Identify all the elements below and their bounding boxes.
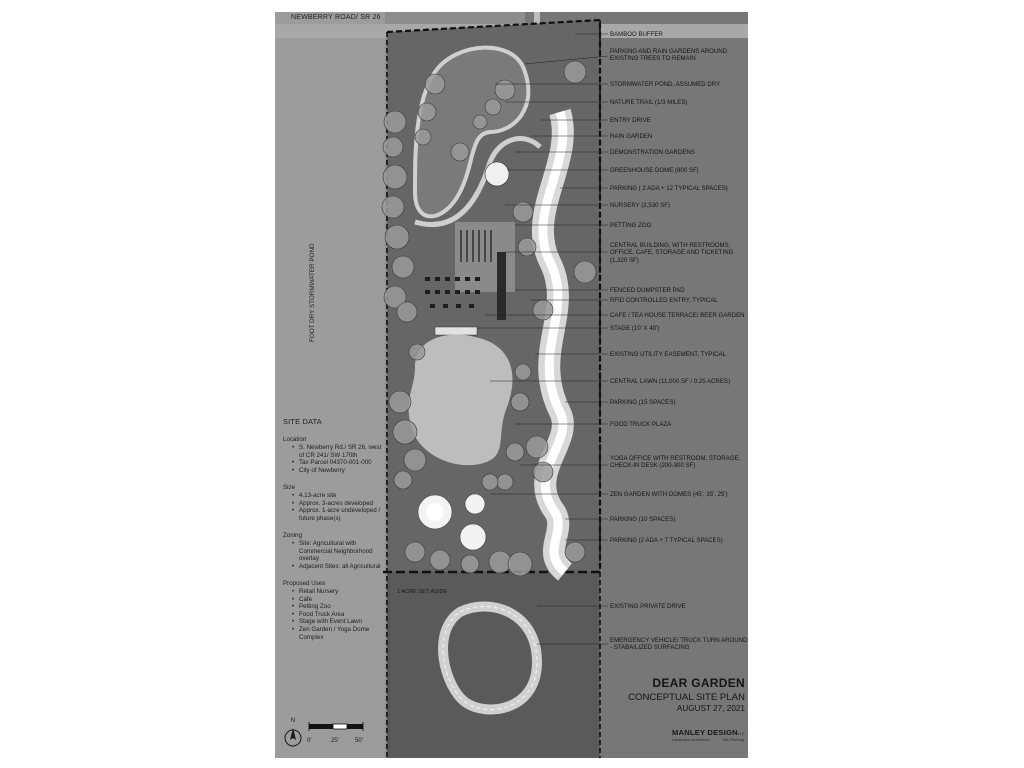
callout-label: ENTRY DRIVE [610, 117, 651, 124]
callout-label: DEMONSTRATION GARDENS [610, 149, 695, 156]
zoning-title: Zoning [283, 531, 302, 539]
list-item: Approx. 1-acre undeveloped / future phas… [292, 507, 383, 522]
callout-label: CAFE / TEA HOUSE TERRACE/ BEER GARDEN [610, 312, 745, 319]
zen-dome-25 [459, 523, 487, 551]
list-item: Stage with Event Lawn [292, 618, 383, 626]
callout-label: GREENHOUSE DOME (800 SF) [610, 167, 699, 174]
central-lawn [408, 334, 513, 466]
list-item: Petting Zoo [292, 603, 383, 611]
callout-label: PARKING ( 2 ADA + 12 TYPICAL SPACES) [610, 185, 728, 192]
scale-bar-graphic [308, 722, 364, 731]
scale-bar: 0' 25' 50' [307, 721, 367, 751]
callout-label: YOGA OFFICE WITH RESTROOM, STORAGE, CHEC… [610, 455, 741, 470]
plan-subtitle: CONCEPTUAL SITE PLAN [628, 692, 745, 703]
greenhouse-dome [484, 161, 510, 187]
callout-label: STAGE (10' X 40') [610, 325, 660, 332]
callout-label: EMERGENCY VEHICLE/ TRUCK TURN AROUND - S… [610, 637, 748, 652]
entry-drive [414, 136, 542, 227]
list-item: S. Newberry Rd./ SR 26, west of CR 241/ … [292, 444, 383, 459]
title-block: DEAR GARDEN CONCEPTUAL SITE PLAN AUGUST … [615, 676, 745, 713]
callout-label: ZEN GARDEN WITH DOMES (45', 35', 25') [610, 491, 728, 498]
list-item: Adjacent Sites: all Agricultural [292, 563, 383, 571]
zen-dome-45-center [426, 503, 444, 521]
cafe-tables [425, 277, 480, 308]
scale-tick: 50' [355, 737, 363, 744]
firm-name-text: MANLEY DESIGN [672, 728, 738, 737]
callout-label: RFID CONTROLLED ENTRY, TYPICAL [610, 297, 718, 304]
callout-label: BAMBOO BUFFER [610, 31, 663, 38]
acre-set-aside-label: 1 ACRE SET ASIDE [397, 589, 448, 595]
list-item: City of Newberry [292, 467, 383, 475]
callout-label: FENCED DUMPSTER PAD [610, 287, 685, 294]
size-title: Size [283, 483, 296, 491]
list-item: Tax Parcel 04370-001-000 [292, 459, 383, 467]
callout-leaders [477, 33, 609, 645]
undeveloped-acre [387, 572, 600, 758]
zen-dome-35 [464, 493, 486, 515]
scale-tick: 0' [307, 737, 312, 744]
pond-label: FOOT DRY STORMWATER POND [309, 243, 316, 342]
scale-tick: 25' [331, 737, 339, 744]
list-item: 4.13-acre site [292, 492, 383, 500]
list-item: Cafe [292, 596, 383, 604]
plan-date: AUGUST 27, 2021 [676, 704, 745, 713]
nursery-rows [460, 230, 492, 262]
plan-title: DEAR GARDEN [652, 676, 745, 690]
firm-suffix: LLC [737, 732, 745, 736]
turnaround-centerline [442, 605, 538, 710]
firm-tag-left: Landscape Architecture [672, 738, 710, 742]
site-data-heading: SITE DATA [283, 417, 322, 426]
list-item: Retail Nursery [292, 588, 383, 596]
callout-label: FOOD TRUCK PLAZA [610, 421, 672, 428]
firm-taglines: Landscape Architecture Site Planning [672, 738, 744, 742]
trees [381, 60, 597, 577]
north-arrow-icon [284, 728, 302, 747]
location-section: Location S. Newberry Rd./ SR 26, west of… [283, 436, 383, 475]
north-label: N [290, 718, 296, 724]
callout-label: PARKING AND RAIN GARDENS AROUND EXISTING… [610, 48, 728, 63]
list-item: Site: Agricultural with Commercial Neigh… [292, 540, 383, 563]
north-arrow: N [283, 718, 303, 754]
size-section: Size 4.13-acre site Approx. 3-acres deve… [283, 484, 383, 523]
list-item: Approx. 3-acres developed [292, 500, 383, 508]
callout-label: EXISTING PRIVATE DRIVE [610, 603, 686, 610]
site-plan-drawing [275, 12, 748, 758]
zoning-section: Zoning Site: Agricultural with Commercia… [283, 532, 383, 571]
location-title: Location [283, 435, 307, 443]
uses-section: Proposed Uses Retail Nursery Cafe Pettin… [283, 580, 383, 642]
callout-label: NATURE TRAIL (1/3 MILES) [610, 99, 688, 106]
uses-title: Proposed Uses [283, 579, 326, 587]
callout-label: NURSERY (2,530 SF) [610, 202, 671, 209]
firm-logo: MANLEY DESIGNLLC Landscape Architecture … [672, 728, 746, 756]
callout-label: RAIN GARDEN [610, 133, 653, 140]
callout-label: PARKING (15 SPACES) [610, 399, 676, 406]
callout-label: EXISTING UTILITY EASEMENT, TYPICAL [610, 351, 726, 358]
list-item: Zen Garden / Yoga Dome Complex [292, 626, 383, 641]
firm-tag-right: Site Planning [722, 738, 744, 742]
list-item: Food Truck Area [292, 611, 383, 619]
road-label: NEWBERRY ROAD/ SR 26 [291, 14, 381, 21]
callout-label: PETTING ZOO [610, 222, 652, 229]
stage [434, 326, 478, 336]
site-data-panel: SITE DATA Location S. Newberry Rd./ SR 2… [283, 418, 383, 650]
callout-label: PARKING (10 SPACES) [610, 516, 676, 523]
callout-label: CENTRAL BUILDING, WITH RESTROOMS, OFFICE… [610, 242, 734, 264]
site-plan-sheet: NEWBERRY ROAD/ SR 26 FOOT DRY STORMWATER… [275, 12, 748, 758]
central-building [497, 252, 506, 320]
callout-label: STORMWATER POND, ASSUMED DRY [610, 81, 721, 88]
callout-label: PARKING (2 ADA + 7 TYPICAL SPACES) [610, 537, 723, 544]
firm-name: MANLEY DESIGNLLC [672, 728, 746, 737]
callout-label: CENTRAL LAWN (11,000 SF / 0.25 ACRES) [610, 378, 730, 385]
